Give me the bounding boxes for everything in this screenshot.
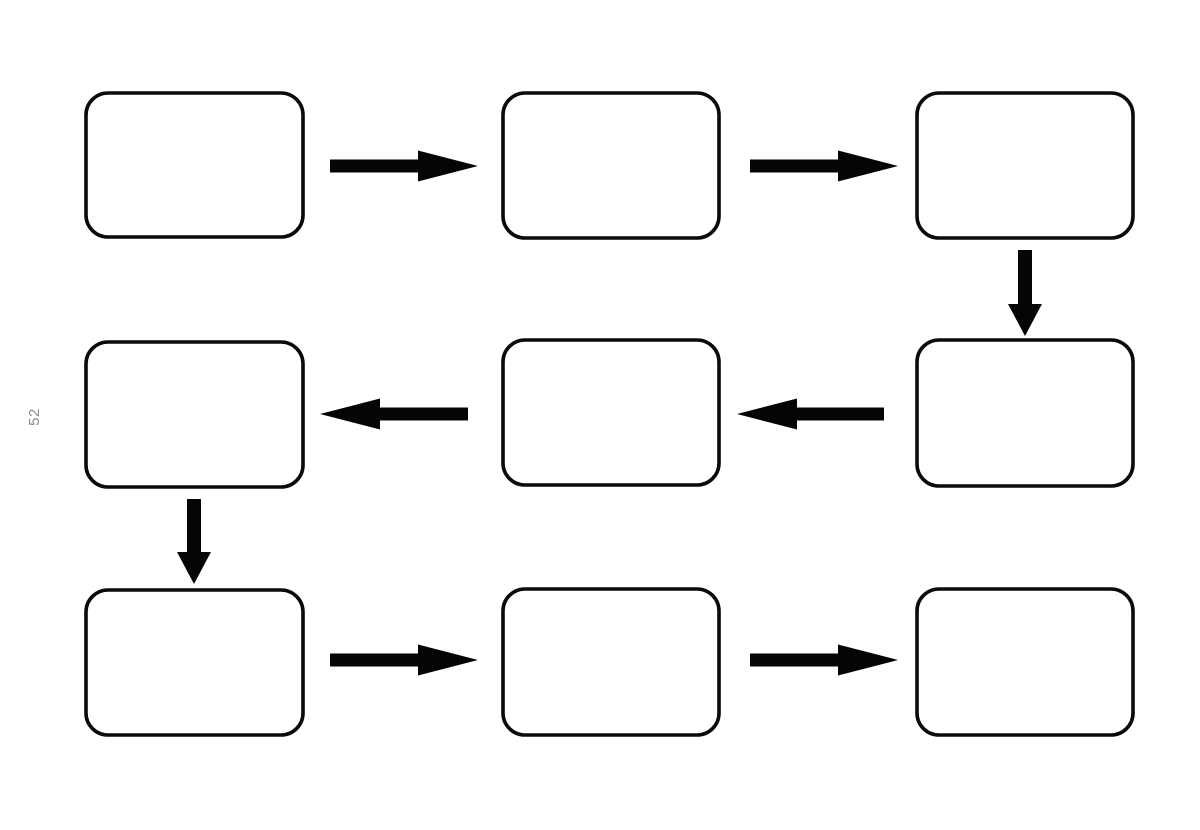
flowchart-arrows-layer xyxy=(177,150,1042,676)
page-number: 52 xyxy=(25,408,43,426)
down-arrow-icon xyxy=(1008,250,1042,336)
flow-box-3-2[interactable] xyxy=(501,587,721,737)
right-arrow-icon xyxy=(330,644,478,676)
flowchart-boxes-layer xyxy=(84,91,1135,737)
right-arrow-icon xyxy=(750,644,898,676)
flow-box-1-3[interactable] xyxy=(915,91,1135,240)
flow-box-3-1[interactable] xyxy=(84,588,305,737)
flow-box-3-3[interactable] xyxy=(915,587,1135,737)
left-arrow-icon xyxy=(320,398,468,430)
flow-box-2-1[interactable] xyxy=(84,340,305,489)
left-arrow-icon xyxy=(737,398,884,430)
flow-box-2-3[interactable] xyxy=(915,338,1135,488)
right-arrow-icon xyxy=(330,150,478,182)
flow-box-1-2[interactable] xyxy=(501,91,721,240)
right-arrow-icon xyxy=(750,150,898,182)
flow-box-2-2[interactable] xyxy=(501,338,721,487)
down-arrow-icon xyxy=(177,499,211,584)
flow-box-1-1[interactable] xyxy=(84,91,305,239)
